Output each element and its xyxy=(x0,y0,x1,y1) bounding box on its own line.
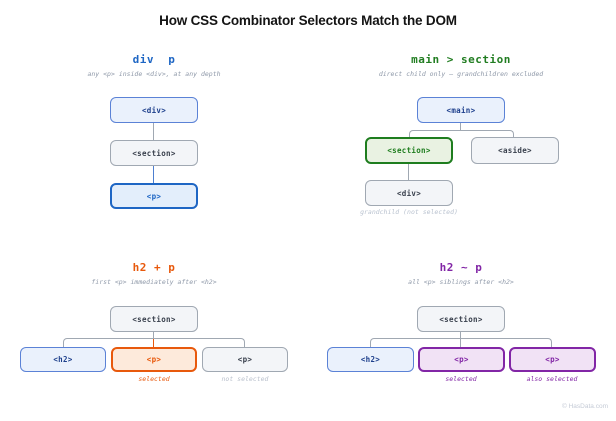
also-selected-label: also selected xyxy=(526,375,578,383)
connector-stem xyxy=(460,332,461,338)
node-p-selected: <p> xyxy=(418,347,505,372)
selector-description-sibling: all <p> siblings after <h2> xyxy=(408,278,514,286)
connector-line xyxy=(408,164,409,180)
selector-description-descendant: any <p> inside <div>, at any depth xyxy=(87,70,221,78)
node-p-also-selected: <p> xyxy=(509,347,596,372)
selector-title-sibling: h2 ~ p xyxy=(439,261,483,274)
node-p-not-selected: <p> xyxy=(202,347,288,372)
grandchild-note: grandchild (not selected) xyxy=(360,208,458,216)
node-main: <main> xyxy=(417,97,505,123)
selector-description-child: direct child only — grandchildren exclud… xyxy=(378,70,544,78)
connector-line xyxy=(153,123,154,140)
selected-label: selected xyxy=(138,375,170,383)
selector-description-adjacent: first <p> immediately after <h2> xyxy=(91,278,217,286)
node-section-parent: <section> xyxy=(417,306,505,332)
watermark: © HasData.com xyxy=(562,403,608,410)
node-section-selected: <section> xyxy=(365,137,453,164)
selected-label: selected xyxy=(445,375,477,383)
selector-title-descendant: div p xyxy=(132,53,176,66)
page-title: How CSS Combinator Selectors Match the D… xyxy=(159,13,457,28)
not-selected-label: not selected xyxy=(221,375,269,383)
branch-connector xyxy=(370,338,552,347)
node-section-parent: <section> xyxy=(110,306,198,332)
selector-title-adjacent: h2 + p xyxy=(132,261,176,274)
connector-line-selected xyxy=(153,339,154,347)
connector-line xyxy=(460,339,461,347)
branch-connector xyxy=(409,130,514,137)
node-h2: <h2> xyxy=(327,347,414,372)
node-p-selected: <p> xyxy=(110,183,198,209)
branch-connector xyxy=(63,338,245,347)
node-section: <section> xyxy=(110,140,198,166)
node-div-grandchild: <div> xyxy=(365,180,453,206)
node-p-selected: <p> xyxy=(111,347,197,372)
node-h2: <h2> xyxy=(20,347,106,372)
selector-title-child: main > section xyxy=(411,53,511,66)
node-div: <div> xyxy=(110,97,198,123)
node-aside: <aside> xyxy=(471,137,559,164)
connector-stem xyxy=(460,123,461,131)
connector-line-selected xyxy=(153,166,154,183)
connector-stem xyxy=(153,332,154,338)
